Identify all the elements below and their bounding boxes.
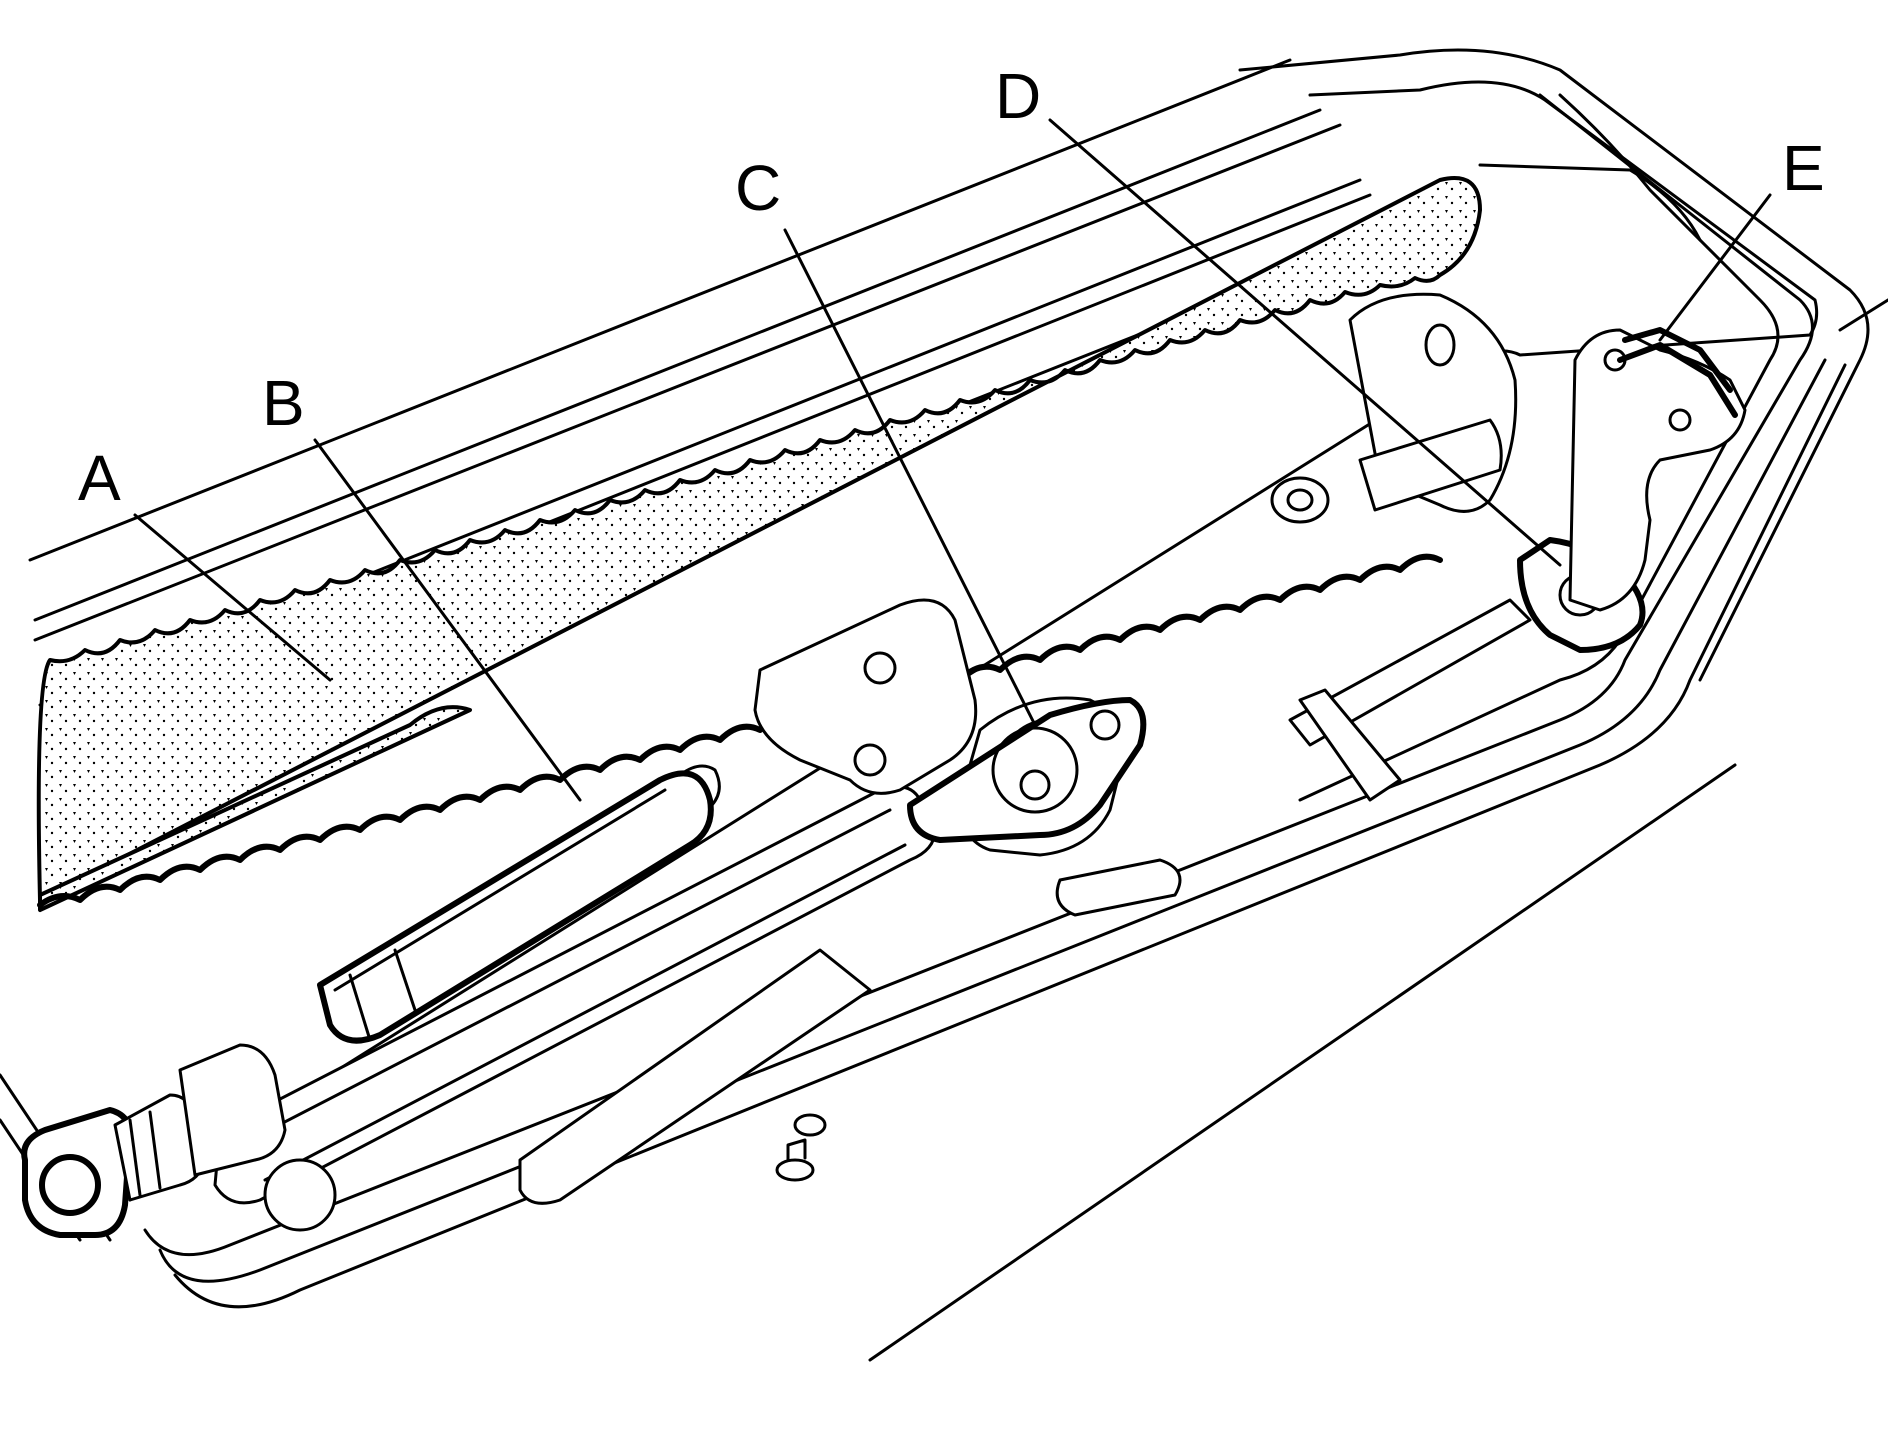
callout-labels: A B C D E: [78, 60, 1825, 514]
callout-leaders: [133, 118, 1772, 802]
callout-label-a: A: [78, 442, 121, 514]
link-arm: [213, 785, 937, 1205]
fabric-lower-edge: [37, 553, 1443, 908]
leader-line-b: [313, 438, 582, 802]
leader-line-a: [133, 513, 332, 682]
callout-label-e: E: [1782, 132, 1825, 204]
lower-bolt: [775, 1113, 827, 1182]
leader-line-d: [1048, 118, 1562, 567]
fabric-strip: [36, 176, 1482, 912]
right-bracket-e: [1568, 327, 1747, 612]
callout-label-d: D: [995, 60, 1041, 132]
callout-label-b: B: [262, 367, 305, 439]
leader-line-e: [1658, 193, 1772, 342]
gas-strut-cylinder: [317, 764, 721, 1044]
leader-line-c: [783, 228, 1037, 727]
mount-c-plate: [907, 697, 1147, 843]
callout-label-c: C: [735, 152, 781, 224]
left-pivot-eye: [21, 1043, 337, 1238]
